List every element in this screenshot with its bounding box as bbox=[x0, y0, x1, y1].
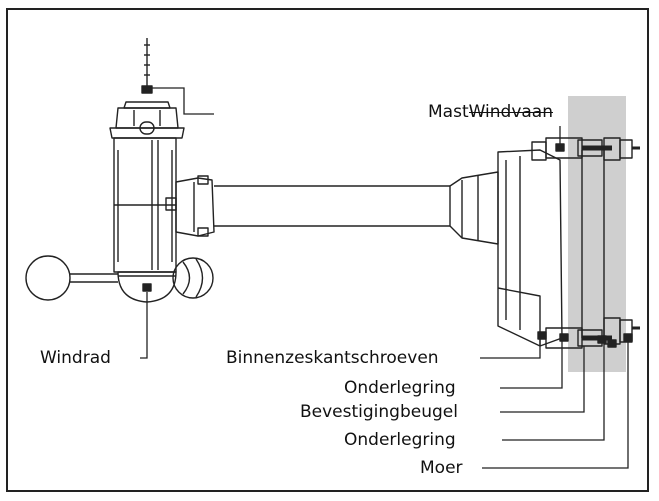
moer-label: Moer bbox=[420, 458, 463, 478]
moer-leader bbox=[482, 338, 629, 469]
binnenzeskant-leader bbox=[480, 338, 541, 359]
lower-clamp bbox=[537, 317, 640, 349]
mast-bracket-housing bbox=[449, 141, 563, 347]
antenna bbox=[141, 38, 153, 94]
horizontal-arm bbox=[214, 185, 450, 227]
onderlegring1-leader bbox=[500, 340, 563, 389]
arm-connector bbox=[165, 175, 215, 237]
mast-prefix: Mast bbox=[428, 102, 469, 122]
onderlegring-label-2: Onderlegring bbox=[344, 430, 456, 450]
mast-lines bbox=[581, 150, 605, 338]
antenna-leader bbox=[152, 87, 214, 115]
leader-lines bbox=[140, 87, 629, 469]
wind-cups bbox=[25, 255, 214, 303]
windvaan-struck: Windvaan bbox=[468, 102, 554, 122]
bevestigingbeugel-leader bbox=[500, 346, 585, 413]
mast-label: MastWindvaan bbox=[428, 104, 553, 121]
windrad-label: Windrad bbox=[40, 348, 111, 368]
onderlegring-label-1: Onderlegring bbox=[344, 378, 456, 398]
bevestigingbeugel-label: Bevestigingbeugel bbox=[300, 402, 458, 422]
onderlegring2-leader bbox=[502, 344, 605, 441]
binnenzeskantschroeven-label: Binnenzeskantschroeven bbox=[226, 348, 439, 368]
windrad-leader bbox=[140, 292, 148, 359]
diagram-frame bbox=[6, 8, 649, 492]
upper-clamp bbox=[545, 137, 640, 161]
sensor-head bbox=[109, 101, 185, 139]
